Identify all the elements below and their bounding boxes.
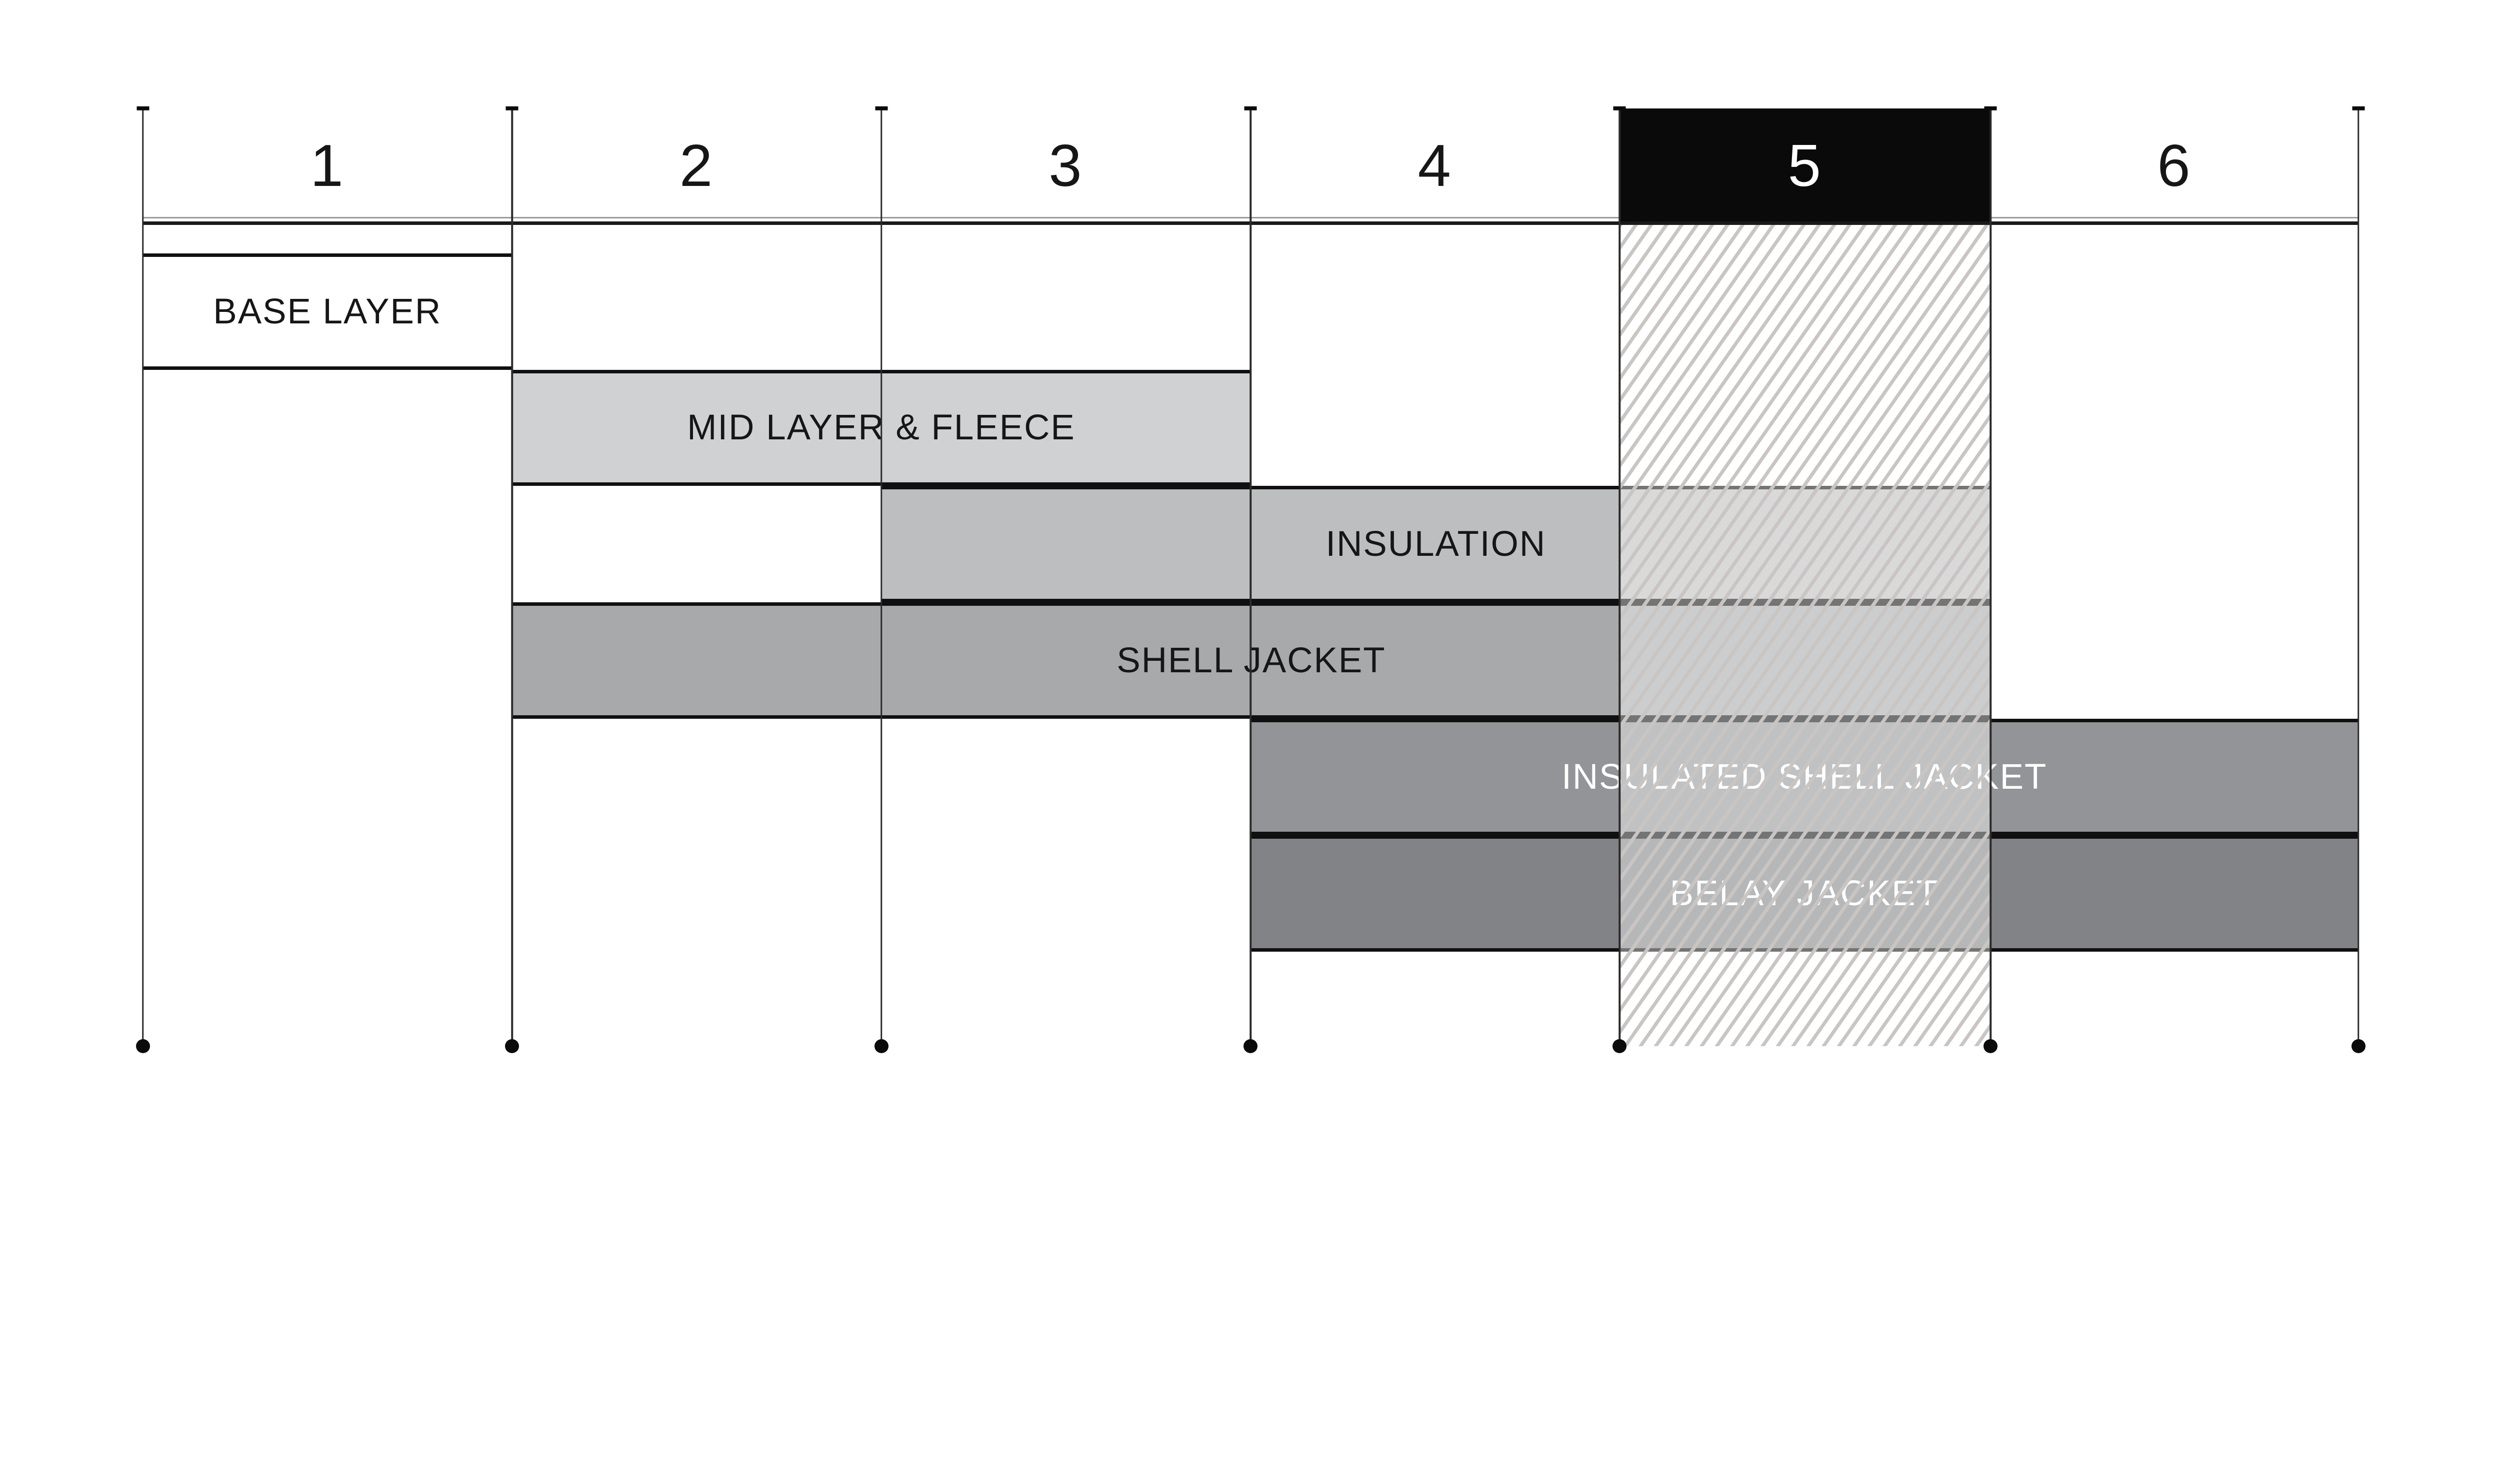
zone-label: 1 xyxy=(310,132,345,199)
bar-base-layer: BASE LAYER xyxy=(142,253,512,370)
grid-dot-icon xyxy=(136,1039,150,1054)
grid-line xyxy=(880,108,882,1047)
grid-line xyxy=(2357,108,2360,1047)
zone-label-highlighted: 5 xyxy=(1620,108,1990,224)
bar-label: BASE LAYER xyxy=(213,291,442,331)
grid-line xyxy=(1990,108,1992,1047)
zone-label: 6 xyxy=(2157,132,2192,199)
bar-label: INSULATION xyxy=(1326,524,1546,564)
zone-label: 3 xyxy=(1048,132,1084,199)
grid-line xyxy=(142,108,144,1047)
grid-tick-icon xyxy=(506,106,518,111)
zone-label: 4 xyxy=(1418,132,1452,199)
grid-dot-icon xyxy=(874,1039,888,1054)
grid-tick-icon xyxy=(875,106,888,111)
grid-dot-icon xyxy=(2351,1039,2366,1054)
grid-dot-icon xyxy=(505,1039,519,1054)
grid-line xyxy=(1618,108,1620,1047)
grid-tick-icon xyxy=(1613,106,1626,111)
grid-line xyxy=(1250,108,1252,1047)
highlight-hatch-column xyxy=(1620,223,1990,1047)
grid-tick-icon xyxy=(1984,106,1997,111)
grid-tick-icon xyxy=(136,106,149,111)
grid-dot-icon xyxy=(1244,1039,1258,1054)
grid-tick-icon xyxy=(2352,106,2364,111)
grid-tick-icon xyxy=(1244,106,1257,111)
zone-label: 2 xyxy=(679,132,714,199)
grid-line xyxy=(511,108,513,1047)
grid-dot-icon xyxy=(1984,1039,1998,1054)
grid-dot-icon xyxy=(1612,1039,1626,1054)
